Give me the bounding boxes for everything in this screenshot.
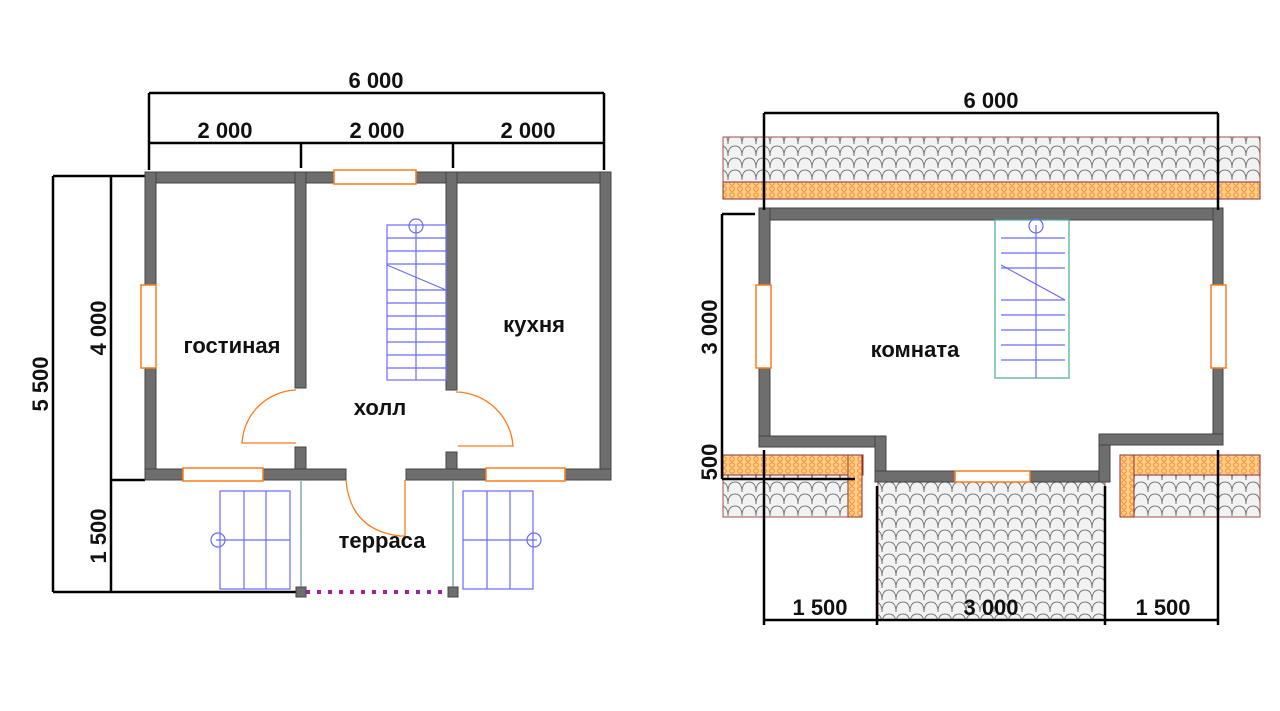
room-label-living: гостиная [184,333,281,358]
walls [144,171,612,598]
dim-terrace-depth: 1 500 [86,508,111,563]
dim-segment-1: 2 000 [197,118,252,143]
dim-segment-2: 2 000 [349,118,404,143]
interior-stairs [386,218,447,381]
windows [140,169,566,482]
room-label-terrace: терраса [339,528,427,553]
terrace-steps [210,490,542,590]
doors [241,389,514,537]
dimension-lines [720,111,1220,625]
dim-total-width: 6 000 [348,68,403,93]
room-label-room: комната [871,337,960,362]
dimension-lines [51,91,606,594]
dim-offset: 500 [697,444,722,481]
attic-floor-plan: 6 000 3 000 500 1 500 3 000 1 500 комнат… [697,88,1261,625]
roof-sections [722,136,1261,621]
walls [758,207,1224,483]
dim-right: 1 500 [1135,595,1190,620]
dim-house-depth: 4 000 [86,300,111,355]
ground-floor-plan: 6 000 2 000 2 000 2 000 5 500 4 000 1 50… [28,68,612,598]
dim-center: 3 000 [963,595,1018,620]
interior-stairs [994,218,1070,379]
dim-room-depth: 3 000 [697,299,722,354]
room-label-kitchen: кухня [503,312,565,337]
room-label-hall: холл [354,395,407,420]
dim-total-width: 6 000 [963,88,1018,113]
dim-segment-3: 2 000 [500,118,555,143]
windows [755,284,1227,483]
dim-total-depth: 5 500 [28,356,53,411]
dim-left: 1 500 [792,595,847,620]
